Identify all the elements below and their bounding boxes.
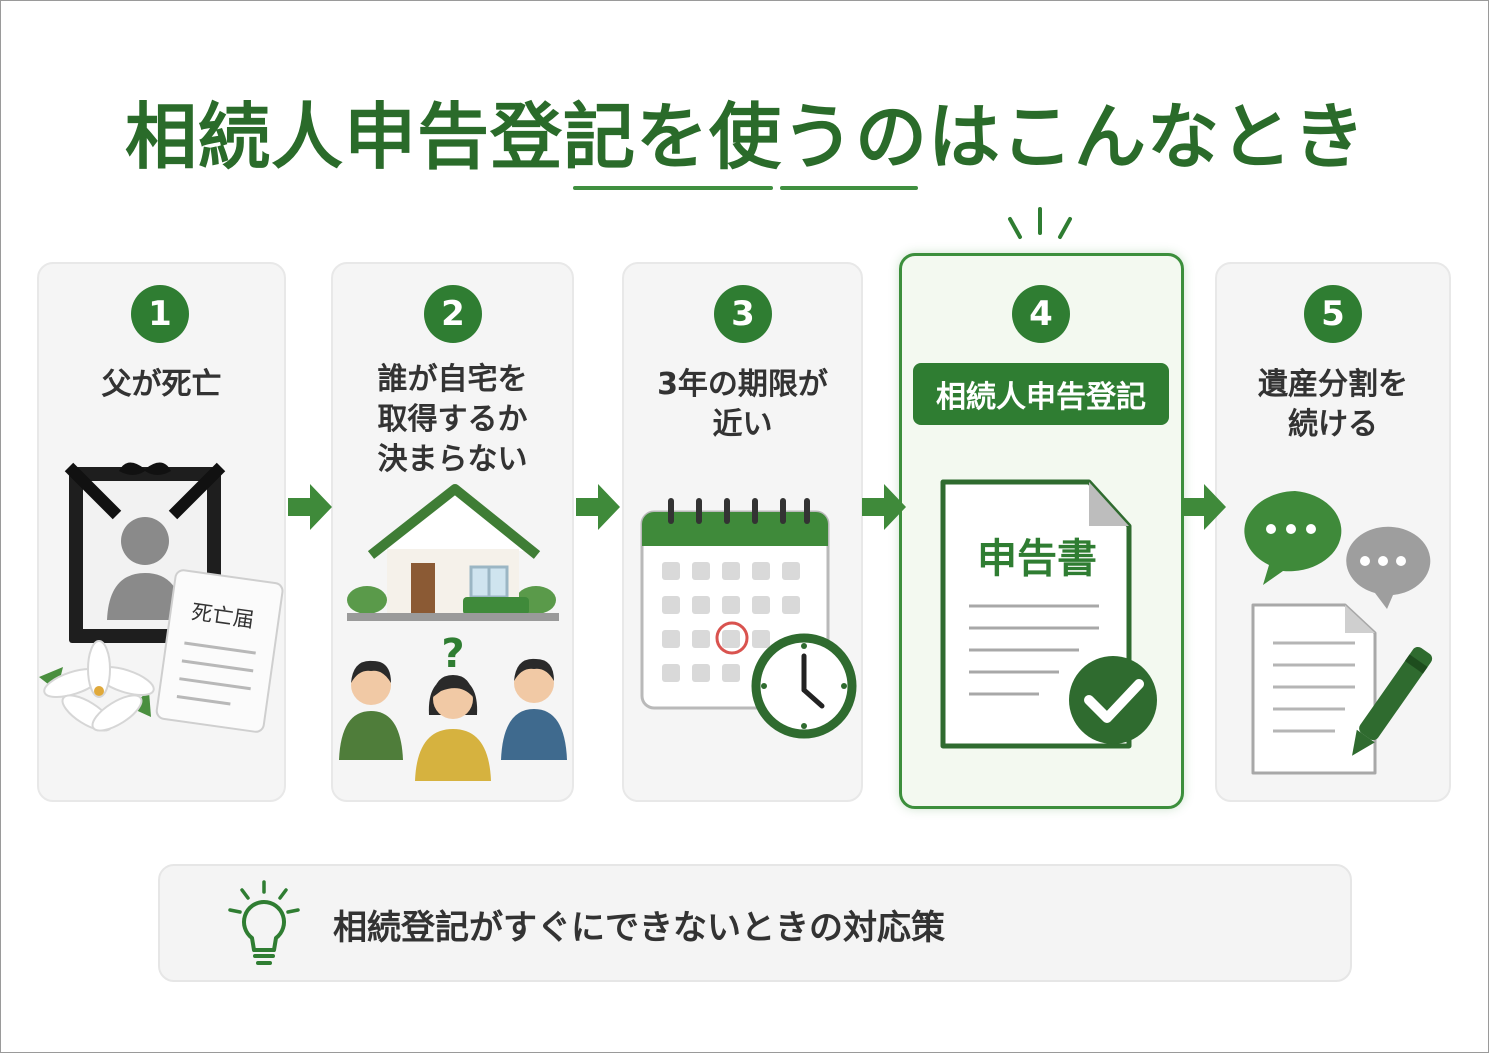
step-label-4-badge: 相続人申告登記 [913, 363, 1169, 425]
title-underline-left [573, 186, 773, 190]
sparkle-icon [1008, 207, 1072, 239]
tip-text: 相続登記がすぐにできないときの対応策 [333, 908, 945, 948]
chat-document-pen-icon [1244, 491, 1433, 775]
step-label-1: 父が死亡 [101, 367, 222, 402]
step-number-4: 4 [1012, 285, 1070, 343]
tip-box [158, 864, 1352, 982]
step-number-2: 2 [424, 285, 482, 343]
step-number-1: 1 [131, 285, 189, 343]
step-number-5: 5 [1304, 285, 1362, 343]
house-heirs-icon: ? [339, 484, 567, 781]
arrow-right-icon [576, 484, 620, 530]
memorial-portrait-icon: 死亡届 [39, 462, 284, 733]
application-doc-title: 申告書 [977, 536, 1097, 582]
step-label-5: 遺産分割を 続ける [1258, 367, 1408, 442]
arrow-right-icon [288, 484, 332, 530]
calendar-clock-icon [640, 498, 857, 739]
step-label-2: 誰が自宅を 取得するか 決まらない [377, 362, 528, 477]
title-underline-right [780, 186, 918, 190]
arrow-right-icon [1182, 484, 1226, 530]
page-title: 相続人申告登記を使うのはこんなとき [124, 95, 1366, 179]
document-check-icon: 申告書 [940, 479, 1157, 749]
step-number-3: 3 [714, 285, 772, 343]
arrow-right-icon [862, 484, 906, 530]
step-label-3: 3年の期限が 近い [657, 367, 828, 442]
question-mark: ? [441, 631, 464, 677]
lightbulb-icon [228, 880, 300, 965]
